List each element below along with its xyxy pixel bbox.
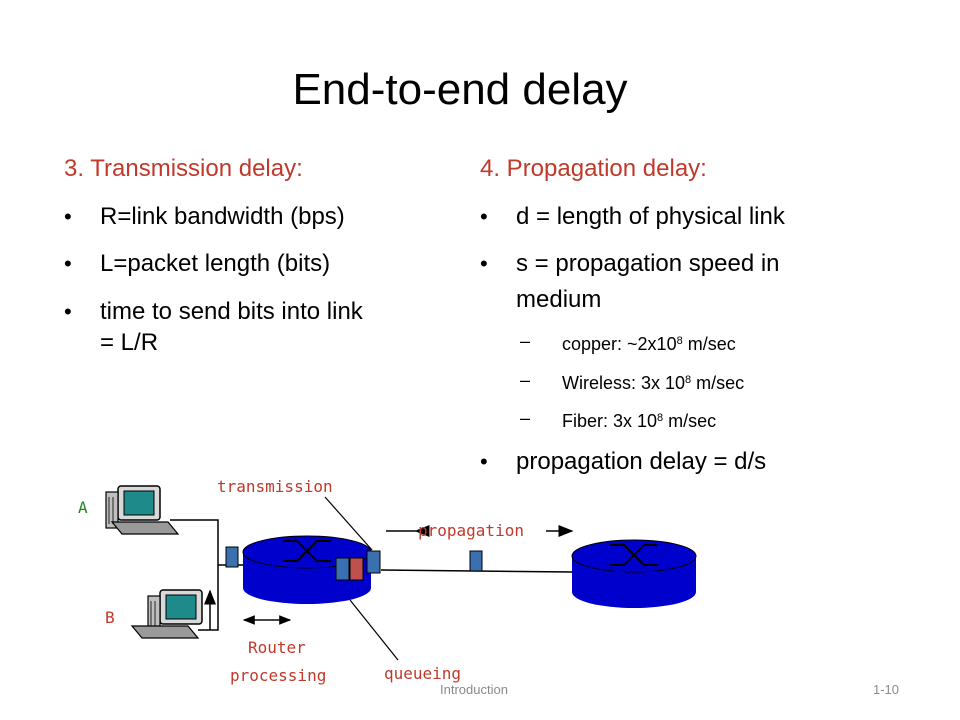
bullet-dot: • <box>64 299 72 324</box>
sub-bullet-copper: – copper: ~2x108 m/sec <box>520 329 840 354</box>
fiber-speed-post: m/sec <box>663 411 717 431</box>
left-bullet-3: • time to send bits into link = L/R <box>64 296 454 358</box>
wireless-speed-pre: Wireless: 3x 10 <box>562 373 686 393</box>
propagation-delay-heading: 4. Propagation delay: <box>480 155 707 182</box>
router-2-icon <box>571 539 697 608</box>
sub-bullet-wireless: – Wireless: 3x 108 m/sec <box>520 368 840 393</box>
router-processing-label-2: processing <box>230 666 327 685</box>
packet-propagating <box>469 550 483 572</box>
left-bullet-1: • R=link bandwidth (bps) <box>64 201 444 232</box>
right-bullet-2-text: s = propagation speed in <box>516 250 780 277</box>
host-a-computer-icon <box>105 485 180 535</box>
left-bullet-3-text-cont: = L/R <box>100 329 159 356</box>
right-bullet-3-text: propagation delay = d/s <box>516 448 767 475</box>
packet-queued-2 <box>349 557 364 581</box>
packet-incoming <box>225 546 239 568</box>
transmission-label: transmission <box>217 477 333 496</box>
right-bullet-2: • s = propagation speed in medium <box>480 248 860 313</box>
fiber-speed-pre: Fiber: 3x 10 <box>562 411 658 431</box>
copper-speed-pre: copper: ~2x10 <box>562 334 677 354</box>
bullet-dot: • <box>480 449 488 474</box>
propagation-label: propagation <box>418 521 524 540</box>
host-b-label: B <box>105 608 115 627</box>
host-a-label: A <box>78 498 88 517</box>
sub-bullet-dash: – <box>520 408 531 428</box>
packet-queued-1 <box>335 557 350 581</box>
host-b-computer-icon <box>130 589 203 639</box>
bullet-dot: • <box>480 204 488 229</box>
transmission-delay-heading: 3. Transmission delay: <box>64 155 303 182</box>
right-bullet-1: • d = length of physical link <box>480 201 860 232</box>
fiber-speed-exp: 8 <box>657 412 664 424</box>
transmission-pointer <box>324 496 373 551</box>
sub-bullet-dash: – <box>520 331 531 351</box>
left-bullet-2-text: L=packet length (bits) <box>100 250 331 277</box>
slide-title: End-to-end delay <box>292 65 628 114</box>
bullet-dot: • <box>64 204 72 229</box>
bullet-dot: • <box>64 251 72 276</box>
wireless-speed-exp: 8 <box>685 374 692 386</box>
right-bullet-3: • propagation delay = d/s <box>480 446 860 477</box>
queueing-pointer <box>349 599 399 661</box>
slide-number: 1-10 <box>873 682 900 697</box>
left-bullet-2: • L=packet length (bits) <box>64 248 444 279</box>
left-bullet-3-text: time to send bits into link <box>100 298 363 325</box>
right-bullet-1-text: d = length of physical link <box>516 203 785 230</box>
sub-bullet-dash: – <box>520 370 531 390</box>
copper-speed-post: m/sec <box>682 334 736 354</box>
queueing-label: queueing <box>384 664 462 683</box>
router-processing-label-1: Router <box>248 638 306 657</box>
left-bullet-1-text: R=link bandwidth (bps) <box>100 203 345 230</box>
wireless-speed-post: m/sec <box>691 373 745 393</box>
sub-bullet-fiber: – Fiber: 3x 108 m/sec <box>520 406 840 431</box>
footer-section-title: Introduction <box>440 682 508 697</box>
bullet-dot: • <box>480 251 488 276</box>
packet-transmitting <box>366 550 381 574</box>
right-bullet-2-text-cont: medium <box>516 286 602 313</box>
copper-speed-exp: 8 <box>676 335 683 347</box>
